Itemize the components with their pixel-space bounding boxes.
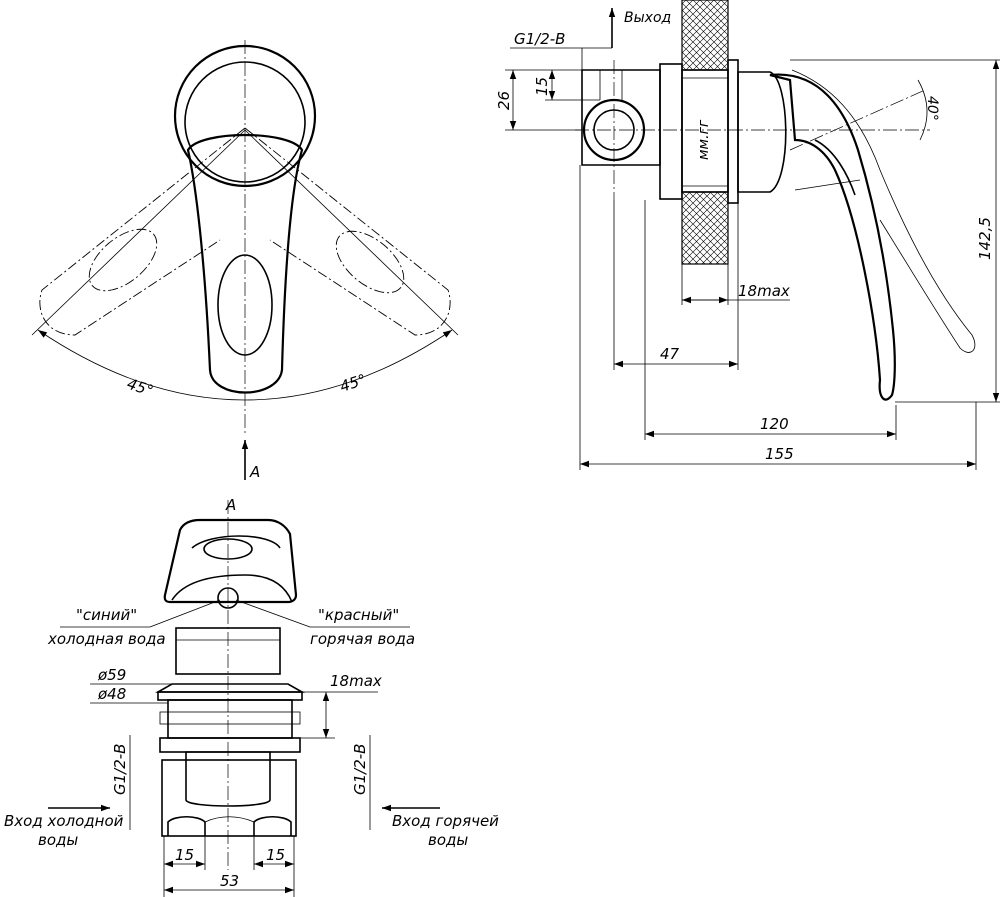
lever-rotated-left — [39, 127, 246, 336]
angle-40-label: 40° — [924, 96, 940, 121]
red-label: "красный" — [318, 606, 399, 624]
front-view: 45° 45° A — [31, 40, 459, 481]
lever-side-raised — [791, 69, 976, 353]
angle-arc — [37, 329, 453, 401]
dim-47: 47 — [660, 345, 680, 363]
view-title: A — [225, 496, 236, 514]
dim-18max-bottom: 18max — [330, 672, 382, 690]
dim-142-5: 142,5 — [976, 217, 994, 260]
blue-label: "синий" — [76, 606, 137, 624]
thread-label: G1/2-B — [514, 30, 565, 48]
inlet-block — [161, 759, 297, 837]
dim-53: 53 — [220, 872, 239, 890]
lever-side — [769, 73, 896, 401]
wall-section-top — [681, 0, 729, 71]
dim-120: 120 — [760, 415, 789, 433]
hot-inlet-label-1: Вход горячей — [392, 812, 499, 830]
dim-15-left: 15 — [175, 846, 194, 864]
hot-inlet-label-2: воды — [428, 831, 468, 849]
thread-right-label: G1/2-B — [351, 744, 369, 795]
dia-48: ø48 — [97, 685, 126, 703]
dia-59: ø59 — [97, 666, 126, 684]
cartridge-housing — [737, 71, 787, 193]
bottom-view: A "синий" холодная вода "красный" — [4, 496, 499, 897]
lever-body — [186, 133, 304, 394]
thread-left-label: G1/2-B — [111, 744, 129, 795]
wall-label: мм.гг — [696, 119, 712, 160]
angle-left-label: 45° — [125, 375, 156, 400]
view-arrow-label: A — [249, 463, 260, 481]
wall-section-bottom — [681, 191, 729, 265]
cold-inlet-label-2: воды — [38, 831, 78, 849]
lever-rotated-right — [244, 127, 451, 336]
cold-inlet-label-1: Вход холодной — [4, 812, 124, 830]
dim-26: 26 — [495, 91, 513, 110]
dim-155: 155 — [765, 445, 794, 463]
dim-18max: 18max — [738, 282, 790, 300]
dim-15: 15 — [533, 77, 551, 96]
dim-15-right: 15 — [266, 846, 285, 864]
valve-body — [185, 751, 271, 807]
angle-right-label: 45° — [338, 370, 369, 395]
flange — [154, 683, 306, 693]
hot-water-label: горячая вода — [310, 630, 415, 648]
lever-head — [163, 518, 298, 604]
side-view: мм.гг Выход 40° G1/2-B — [495, 0, 1000, 470]
cold-water-label: холодная вода — [47, 630, 166, 648]
outlet-label: Выход — [624, 10, 671, 26]
